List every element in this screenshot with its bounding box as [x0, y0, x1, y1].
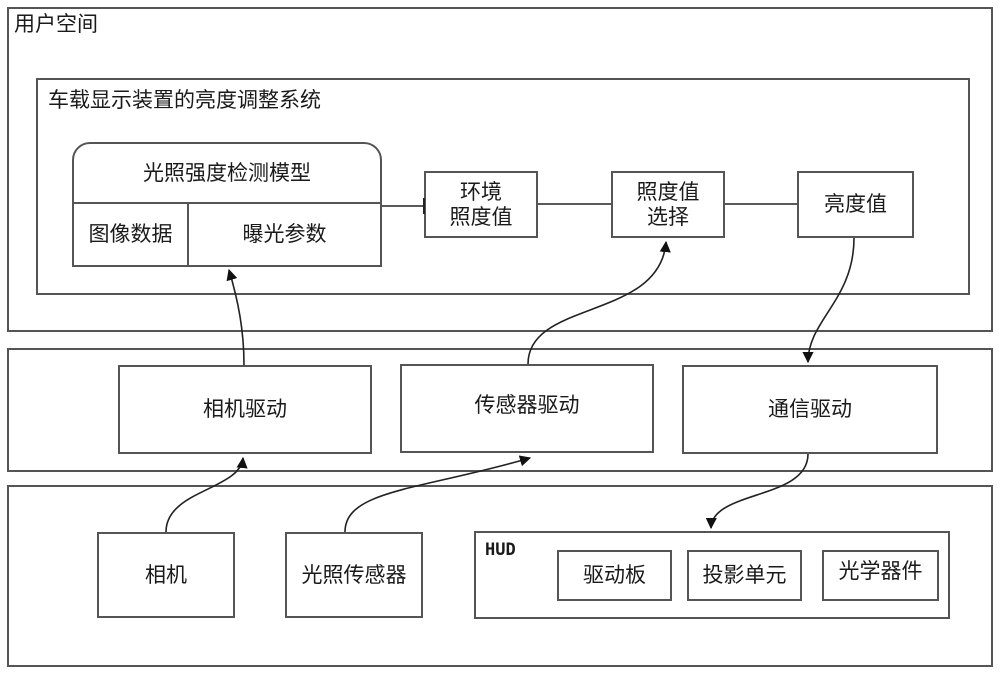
sensor-driver-label: 传感器驱动	[474, 393, 580, 418]
hud-title: HUD	[485, 540, 516, 560]
camera-box: 相机	[97, 532, 235, 618]
comm-driver-box: 通信驱动	[682, 365, 938, 454]
hud-component-projection-unit: 投影单元	[687, 550, 802, 601]
model-title: 光照强度检测模型	[143, 160, 311, 185]
hud-component-optics: 光学器件	[822, 550, 939, 601]
user-space-title: 用户空间	[14, 12, 98, 36]
camera-driver-box: 相机驱动	[118, 365, 372, 454]
ambient-illuminance-box: 环境 照度值	[424, 171, 538, 238]
light-detection-model: 光照强度检测模型 图像数据 曝光参数	[72, 142, 382, 267]
camera-driver-label: 相机驱动	[203, 397, 287, 422]
light-sensor-box: 光照传感器	[285, 532, 423, 618]
ambient-illuminance-label: 环境 照度值	[449, 180, 513, 229]
illuminance-selection-label: 照度值 选择	[636, 180, 700, 229]
model-input-exposure-params: 曝光参数	[242, 222, 327, 247]
system-title: 车载显示装置的亮度调整系统	[48, 88, 321, 112]
hud-component-label: 驱动板	[583, 563, 646, 588]
hud-component-driver-board: 驱动板	[557, 550, 672, 601]
camera-label: 相机	[145, 562, 187, 587]
brightness-value-label: 亮度值	[824, 192, 887, 217]
illuminance-selection-box: 照度值 选择	[611, 171, 725, 238]
hud-component-label: 投影单元	[702, 563, 787, 588]
model-input-image-data: 图像数据	[74, 204, 189, 265]
model-divider	[74, 202, 380, 204]
hud-component-label: 光学器件	[838, 559, 923, 584]
light-sensor-label: 光照传感器	[301, 562, 407, 587]
brightness-value-box: 亮度值	[797, 171, 914, 238]
sensor-driver-box: 传感器驱动	[400, 364, 654, 453]
comm-driver-label: 通信驱动	[768, 397, 852, 422]
